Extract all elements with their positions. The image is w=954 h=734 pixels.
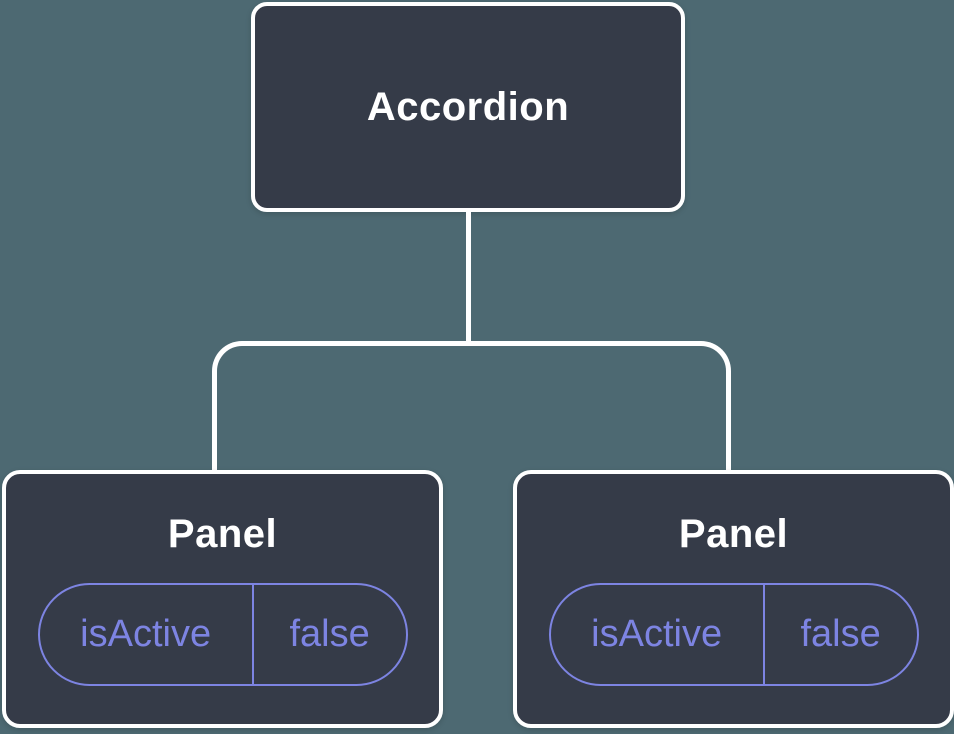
- panel-node-label: Panel: [167, 512, 278, 556]
- state-pill: isActive false: [548, 583, 919, 686]
- panel-node-right: Panel isActive false: [513, 470, 954, 728]
- connector-branch: [212, 341, 731, 474]
- state-prop-value: false: [289, 613, 370, 655]
- state-prop-name: isActive: [551, 585, 765, 684]
- panel-node-label: Panel: [678, 512, 789, 556]
- panel-node-left: Panel isActive false: [2, 470, 443, 728]
- accordion-node: Accordion: [251, 2, 685, 212]
- state-prop-name: isActive: [40, 585, 254, 684]
- accordion-node-label: Accordion: [366, 84, 570, 129]
- state-prop-value: false: [800, 613, 881, 655]
- state-pill: isActive false: [37, 583, 408, 686]
- connector-stub: [466, 208, 471, 344]
